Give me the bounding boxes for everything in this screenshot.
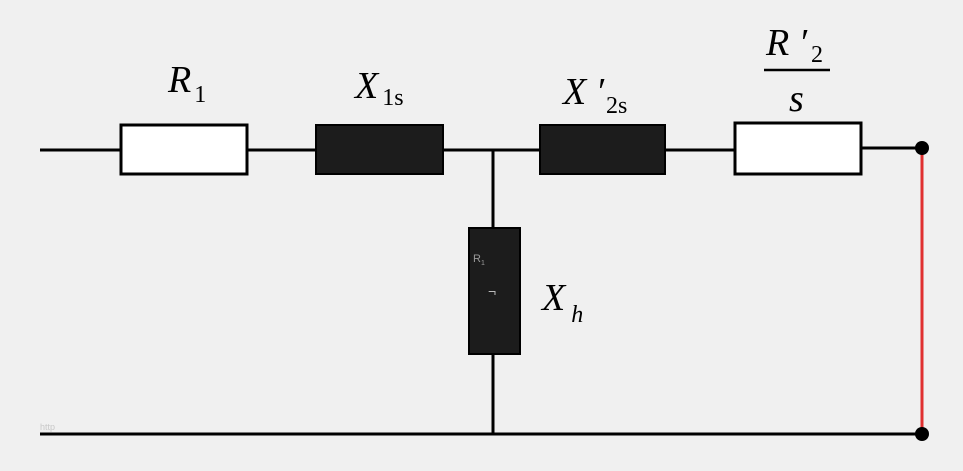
inductor-xh (468, 227, 521, 355)
watermark-text: http (40, 422, 55, 432)
label-r2s-numerator: R ′2 (765, 22, 823, 68)
label-r2s-denominator: s (789, 78, 804, 120)
label-x2s: X ′2s (561, 71, 627, 119)
inductor-x2s (539, 124, 666, 175)
resistor-r1 (119, 123, 249, 176)
terminal-top (915, 141, 929, 155)
xh-inner-label: R1 (473, 253, 485, 267)
terminal-bottom (915, 427, 929, 441)
xh-inner-mark: ¬ (488, 283, 496, 299)
resistor-r2s (733, 121, 863, 176)
inductor-x1s (315, 124, 444, 175)
